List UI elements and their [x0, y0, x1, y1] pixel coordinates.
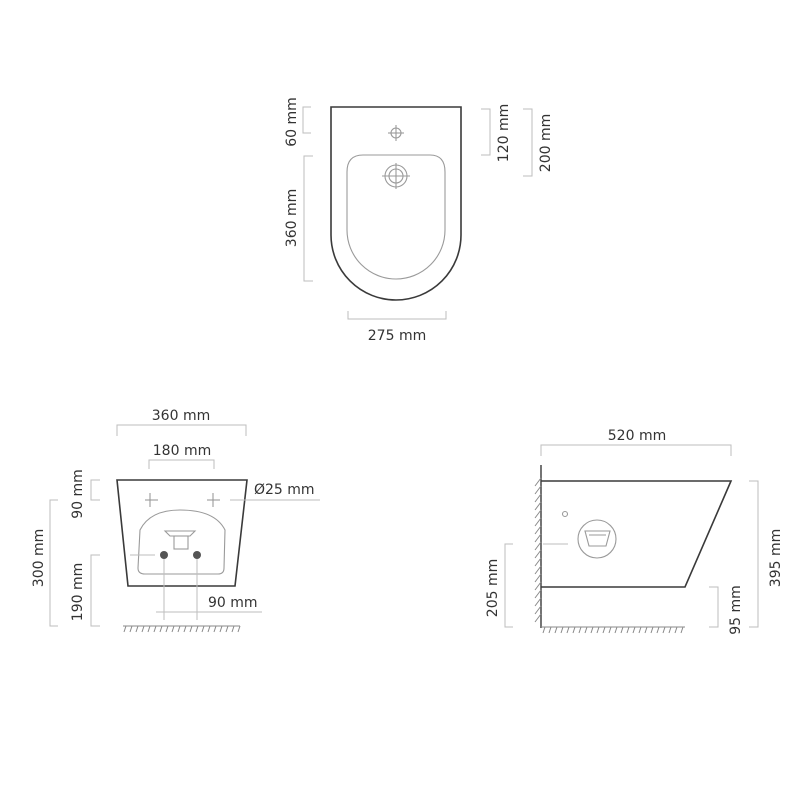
- side-view-outline: [541, 480, 733, 588]
- label-275mm: 275 mm: [368, 328, 426, 344]
- dim-line-200: [523, 108, 533, 177]
- front-view-outline: [116, 479, 248, 587]
- water-inlet-right: [193, 551, 201, 559]
- dim-line-520: [540, 444, 732, 456]
- label-60mm: 60 mm: [284, 97, 300, 147]
- wall-hanger-symbol-right: [207, 493, 220, 507]
- dim-line-120: [481, 108, 491, 156]
- tap-hole-icon: [388, 125, 404, 141]
- label-360mm-front: 360 mm: [152, 408, 210, 424]
- dim-line-190: [90, 554, 100, 627]
- label-120mm: 120 mm: [496, 104, 512, 162]
- dim-line-360-front: [116, 424, 247, 436]
- label-520mm: 520 mm: [608, 428, 666, 444]
- dim-line-95: [709, 586, 719, 628]
- inlet-hole-icon: [561, 510, 569, 518]
- wall-hanger-symbol-left: [145, 493, 158, 507]
- floor-hatching-side: [542, 626, 684, 634]
- side-view: 520 mm 205 mm 95 mm 395 mm: [485, 428, 784, 635]
- label-395mm: 395 mm: [768, 529, 784, 587]
- dim-line-360: [303, 155, 313, 282]
- label-90mm-bottom: 90 mm: [208, 595, 258, 611]
- label-95mm: 95 mm: [728, 585, 744, 635]
- wall-hatching: [534, 477, 542, 623]
- dim-line-395: [749, 480, 759, 628]
- dim-line-300: [49, 499, 58, 627]
- top-view: 60 mm 360 mm 120 mm 200 mm 275 mm: [284, 97, 554, 344]
- front-view: 360 mm 180 mm 90 mm Ø25 mm 300 mm 190 mm…: [31, 408, 320, 633]
- label-190mm: 190 mm: [70, 563, 86, 621]
- label-300mm: 300 mm: [31, 529, 47, 587]
- outlet-side-icon: [577, 519, 617, 559]
- label-180mm: 180 mm: [153, 443, 211, 459]
- dim-line-90-top: [90, 479, 100, 501]
- label-diameter-25mm: Ø25 mm: [254, 482, 315, 498]
- water-inlet-left: [160, 551, 168, 559]
- top-view-outline: [330, 106, 462, 301]
- label-90mm-top: 90 mm: [70, 469, 86, 519]
- dim-line-60: [302, 106, 311, 134]
- dim-line-275: [347, 311, 447, 320]
- floor-hatching: [123, 625, 241, 633]
- drain-icon: [382, 163, 410, 189]
- label-360mm-top: 360 mm: [284, 189, 300, 247]
- label-200mm: 200 mm: [538, 114, 554, 172]
- top-view-bowl: [346, 154, 446, 280]
- dim-line-205: [504, 543, 513, 628]
- label-205mm: 205 mm: [485, 559, 501, 617]
- front-view-bowl: [137, 509, 226, 575]
- dim-line-180: [148, 459, 215, 469]
- outlet-icon: [163, 530, 197, 550]
